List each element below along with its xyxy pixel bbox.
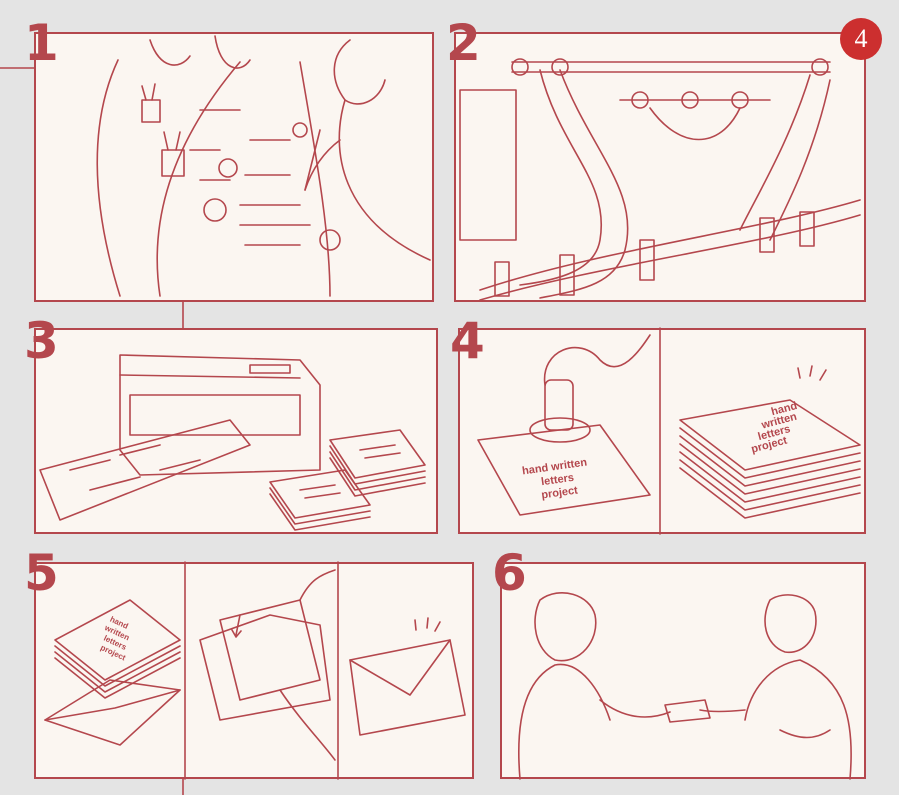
person-right-body	[745, 660, 851, 779]
person-right-arm	[700, 710, 745, 712]
step-number-2: 2	[446, 18, 481, 68]
inserting-card	[200, 570, 335, 760]
pencil-cup	[142, 100, 160, 122]
writer-arm	[305, 140, 340, 190]
table-edge	[97, 60, 120, 296]
handover-scene	[519, 593, 851, 779]
sparkle-mark	[415, 620, 416, 630]
scroll-text-lines	[190, 110, 310, 245]
writer-head	[334, 40, 385, 104]
window-frame	[460, 90, 516, 240]
hanging-scroll	[740, 75, 810, 230]
flower-doodle	[320, 230, 340, 250]
holding-hand	[300, 570, 335, 600]
writer-hand	[150, 40, 190, 65]
hanging-scroll	[520, 70, 601, 285]
step-number-5: 5	[24, 548, 59, 598]
flower-doodle	[219, 159, 237, 177]
sealed-envelope	[350, 618, 465, 735]
sparkle-mark	[798, 368, 800, 378]
envelope	[350, 640, 465, 735]
writer-body	[339, 100, 430, 260]
scroll-rollers-scene	[460, 59, 860, 300]
stamp-handle	[545, 380, 573, 430]
person-left-head	[535, 593, 596, 661]
card-stack	[270, 470, 370, 530]
scroll-right-edge	[300, 62, 330, 296]
person-left-body	[519, 664, 610, 779]
step-number-4: 4	[450, 316, 485, 366]
page-number-badge: 4	[840, 18, 882, 60]
scroll-left-edge	[157, 62, 240, 296]
envelope	[45, 680, 180, 745]
display-table	[480, 200, 860, 290]
step-number-3: 3	[24, 316, 59, 366]
person-left-arm	[600, 700, 670, 717]
step-number-6: 6	[492, 548, 527, 598]
printer-slot	[130, 395, 300, 435]
scroll-writing-scene	[97, 36, 430, 296]
person-right-hand	[780, 730, 830, 738]
hanging-scroll	[650, 108, 740, 140]
printer-panel	[250, 365, 290, 373]
step-number-1: 1	[24, 18, 59, 68]
stamping-hand	[545, 335, 650, 385]
flower-doodle	[204, 199, 226, 221]
person-right-head	[765, 595, 816, 652]
flower-doodle	[293, 123, 307, 137]
card-stack	[330, 430, 425, 496]
printer-scene	[40, 355, 425, 530]
writer-hand	[215, 36, 250, 68]
envelope	[200, 615, 330, 720]
